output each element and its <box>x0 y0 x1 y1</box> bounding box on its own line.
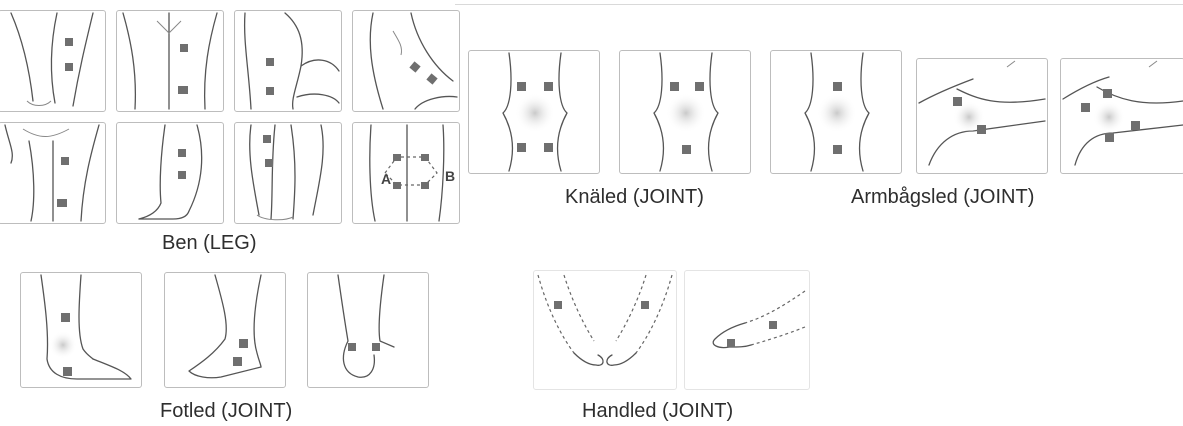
ankle-side-illustration-2 <box>165 273 285 387</box>
ankle-panel-3 <box>307 272 429 388</box>
elbow-illustration-2 <box>1061 59 1183 173</box>
knee-front-illustration-2 <box>620 51 750 173</box>
knee-ab-illustration: A B <box>353 123 459 223</box>
leg-panel-5 <box>0 122 106 224</box>
ankle-back-illustration <box>308 273 428 387</box>
ankle-panel-1 <box>20 272 142 388</box>
knee-front-illustration-3 <box>771 51 901 173</box>
knee-panel-3 <box>770 50 902 174</box>
elbow-caption: Armbågsled (JOINT) <box>851 186 1034 209</box>
point-b-label: B <box>445 168 455 184</box>
knee-front-illustration-1 <box>469 51 599 173</box>
wrist-panel-2 <box>684 270 810 390</box>
leg-panel-8: A B <box>352 122 460 224</box>
wrist-forearm-illustration <box>685 271 809 389</box>
leg-panel-4 <box>352 10 460 112</box>
thigh-back-side-illustration <box>353 11 459 111</box>
wrist-caption: Handled (JOINT) <box>582 400 733 423</box>
leg-panel-3 <box>234 10 342 112</box>
leg-panel-2 <box>116 10 224 112</box>
thigh-side-illustration <box>235 11 341 111</box>
knee-panel-1 <box>468 50 600 174</box>
ankle-panel-2 <box>164 272 286 388</box>
ankle-side-illustration-1 <box>21 273 141 387</box>
wrist-hands-illustration <box>534 271 676 389</box>
elbow-illustration-1 <box>917 59 1047 173</box>
knee-panel-2 <box>619 50 751 174</box>
knee-caption: Knäled (JOINT) <box>565 186 704 209</box>
elbow-panel-1 <box>916 58 1048 174</box>
elbow-panel-2 <box>1060 58 1183 174</box>
calf-side-illustration <box>117 123 223 223</box>
leg-caption: Ben (LEG) <box>162 232 256 255</box>
ankle-caption: Fotled (JOINT) <box>160 400 292 423</box>
leg-panel-6 <box>116 122 224 224</box>
point-a-label: A <box>381 171 391 187</box>
thigh-front-full-illustration <box>117 11 223 111</box>
leg-panel-1 <box>0 10 106 112</box>
top-divider <box>455 4 1183 5</box>
calf-back-illustration <box>235 123 341 223</box>
wrist-panel-1 <box>533 270 677 390</box>
leg-panel-7 <box>234 122 342 224</box>
thigh-back-illustration <box>0 123 105 223</box>
thigh-front-illustration <box>0 11 105 111</box>
